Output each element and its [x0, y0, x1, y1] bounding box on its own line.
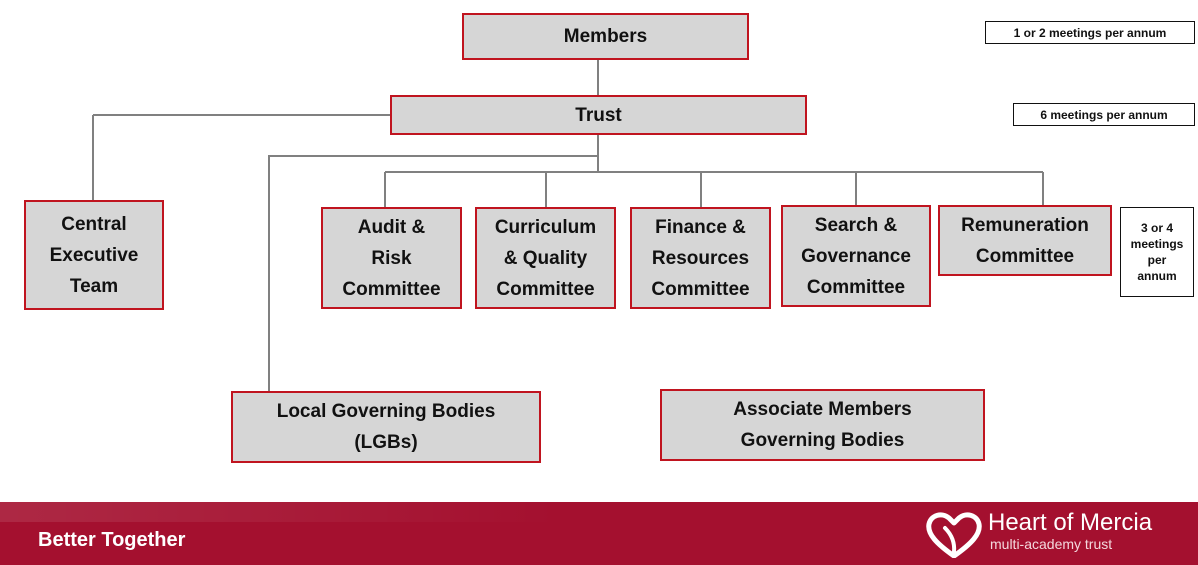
- box-line: (LGBs): [354, 432, 418, 453]
- footer-banner: Better Together Heart of Mercia multi-ac…: [0, 502, 1198, 565]
- members-label: Members: [563, 26, 648, 47]
- box-line: Search &: [814, 214, 898, 236]
- note-line: 3 or 4: [1140, 221, 1173, 235]
- trust-box: Trust: [390, 95, 807, 135]
- members-box: Members: [462, 13, 749, 60]
- remuneration-committee-box: Remuneration Committee: [938, 205, 1112, 276]
- box-line: Risk: [371, 247, 412, 269]
- box-line: Team: [69, 275, 119, 297]
- finance-resources-committee-box: Finance & Resources Committee: [630, 207, 771, 309]
- local-governing-bodies-box: Local Governing Bodies (LGBs): [231, 391, 541, 463]
- committee-frequency-note: 3 or 4 meetings per annum: [1120, 207, 1194, 297]
- logo-name: Heart of Mercia: [988, 509, 1153, 536]
- box-line: Governing Bodies: [740, 430, 905, 451]
- box-line: Governance: [801, 245, 911, 267]
- logo-subtitle: multi-academy trust: [990, 536, 1113, 552]
- central-executive-team-box: Central Executive Team: [24, 200, 164, 310]
- heart-icon: [926, 512, 982, 558]
- note-text: 1 or 2 meetings per annum: [1013, 25, 1167, 40]
- curriculum-quality-committee-box: Curriculum & Quality Committee: [475, 207, 616, 309]
- associate-members-box: Associate Members Governing Bodies: [660, 389, 985, 461]
- note-text: 6 meetings per annum: [1040, 107, 1168, 122]
- members-frequency-note: 1 or 2 meetings per annum: [985, 21, 1195, 44]
- box-line: Audit &: [357, 216, 426, 238]
- box-line: Associate Members: [733, 399, 912, 420]
- audit-risk-committee-box: Audit & Risk Committee: [321, 207, 462, 309]
- connector-lines: [92, 60, 1044, 393]
- box-line: Committee: [651, 278, 750, 300]
- box-line: Local Governing Bodies: [276, 401, 496, 422]
- box-line: & Quality: [503, 247, 588, 269]
- trust-label: Trust: [575, 104, 622, 126]
- box-line: Finance &: [655, 216, 746, 238]
- box-line: Curriculum: [494, 216, 597, 238]
- box-line: Committee: [975, 245, 1075, 267]
- note-line: meetings: [1130, 237, 1184, 251]
- note-line: annum: [1137, 269, 1177, 283]
- trust-frequency-note: 6 meetings per annum: [1013, 103, 1195, 126]
- footer-tagline: Better Together: [38, 529, 186, 551]
- box-line: Resources: [651, 247, 750, 269]
- search-governance-committee-box: Search & Governance Committee: [781, 205, 931, 307]
- box-line: Committee: [496, 278, 595, 300]
- box-line: Committee: [342, 278, 441, 300]
- box-line: Committee: [806, 276, 906, 298]
- box-line: Remuneration: [961, 214, 1089, 236]
- box-line: Executive: [49, 244, 139, 266]
- note-line: per: [1147, 253, 1167, 267]
- box-line: Central: [61, 213, 127, 235]
- footer-shine: [0, 502, 560, 522]
